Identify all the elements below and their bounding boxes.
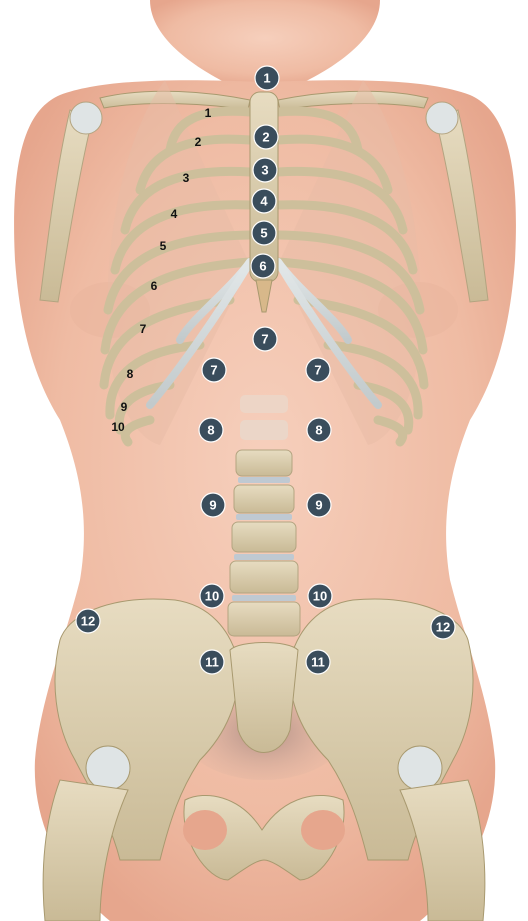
marker-7-right: 7 — [305, 357, 331, 383]
marker-5: 5 — [251, 220, 277, 246]
marker-3: 3 — [252, 157, 278, 183]
marker-5-label: 5 — [260, 226, 267, 241]
marker-12-right: 12 — [430, 614, 456, 640]
rib-number-8: 8 — [127, 367, 134, 381]
rib-number-10: 10 — [111, 420, 125, 434]
marker-4-label: 4 — [260, 194, 268, 209]
rib-number-9: 9 — [121, 400, 128, 414]
marker-3-label: 3 — [261, 163, 268, 178]
pelvis — [42, 598, 486, 921]
rib-number-4: 4 — [171, 207, 178, 221]
marker-7-center-label: 7 — [261, 332, 268, 347]
marker-2: 2 — [253, 124, 279, 150]
rib-number-6: 6 — [151, 279, 158, 293]
marker-11-left: 11 — [199, 649, 225, 675]
marker-12-left: 12 — [75, 608, 101, 634]
marker-11-right-label: 11 — [311, 655, 325, 670]
marker-8-left: 8 — [198, 417, 224, 443]
marker-8-right: 8 — [306, 417, 332, 443]
marker-1-label: 1 — [263, 71, 270, 86]
marker-9-left-label: 9 — [209, 498, 216, 513]
rib-number-1: 1 — [205, 106, 212, 120]
rib-number-layer: 1 2 3 4 5 6 7 8 9 10 — [111, 106, 211, 434]
marker-10-left-label: 10 — [205, 589, 219, 604]
rib-number-7: 7 — [140, 322, 147, 336]
marker-9-right-label: 9 — [315, 498, 322, 513]
marker-6-label: 6 — [259, 259, 266, 274]
marker-2-label: 2 — [262, 130, 269, 145]
marker-9-right: 9 — [306, 492, 332, 518]
marker-10-right-label: 10 — [313, 589, 327, 604]
rib-number-3: 3 — [183, 171, 190, 185]
marker-12-left-label: 12 — [81, 614, 95, 629]
spine — [227, 395, 301, 637]
rib-cage — [99, 80, 429, 447]
marker-11-right: 11 — [305, 649, 331, 675]
marker-9-left: 9 — [200, 492, 226, 518]
marker-7-center: 7 — [252, 326, 278, 352]
rib-number-5: 5 — [160, 239, 167, 253]
marker-12-right-label: 12 — [436, 620, 450, 635]
marker-4: 4 — [251, 188, 277, 214]
marker-1: 1 — [254, 65, 280, 91]
marker-6: 6 — [250, 253, 276, 279]
humerus-bones — [39, 101, 489, 303]
marker-layer: 1 2 3 4 5 6 7 7 7 8 8 9 9 10 10 11 11 12… — [75, 65, 456, 675]
marker-10-right: 10 — [307, 583, 333, 609]
marker-8-right-label: 8 — [315, 423, 322, 438]
marker-8-left-label: 8 — [207, 423, 214, 438]
marker-7-right-label: 7 — [314, 363, 321, 378]
marker-11-left-label: 11 — [205, 655, 219, 670]
marker-7-left: 7 — [201, 357, 227, 383]
rib-number-2: 2 — [195, 135, 202, 149]
clavicles — [99, 90, 429, 111]
marker-10-left: 10 — [199, 583, 225, 609]
marker-7-left-label: 7 — [210, 363, 217, 378]
